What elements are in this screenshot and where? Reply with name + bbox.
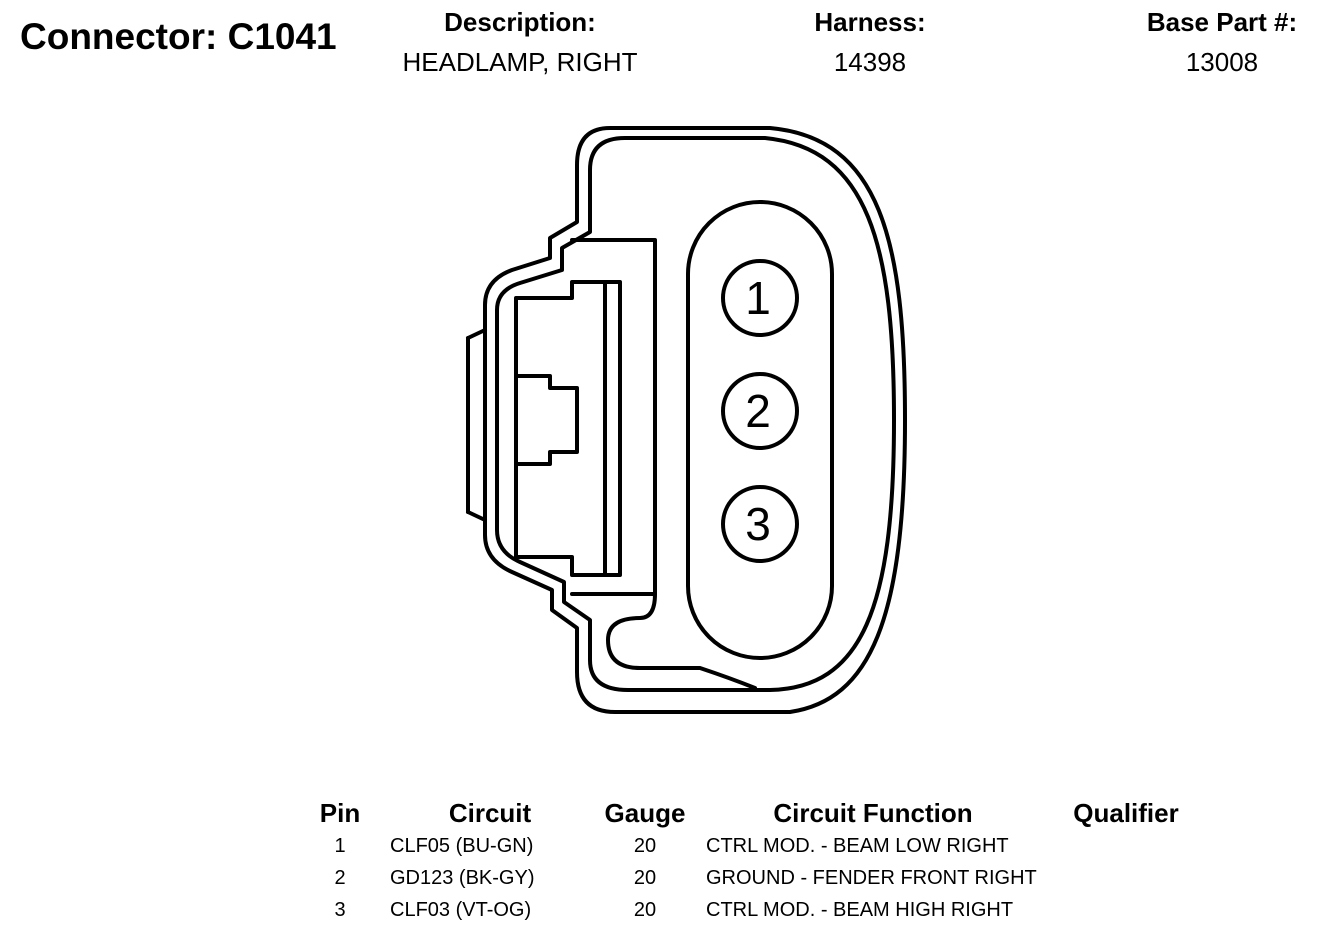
row-circuit-function: CTRL MOD. - BEAM HIGH RIGHT <box>706 898 1014 921</box>
table-row: 2 GD123 (BK-GY) 20 GROUND - FENDER FRONT… <box>300 862 1196 894</box>
base-part-value: 13008 <box>1185 47 1259 77</box>
description-label: Description: <box>444 7 596 37</box>
row-pin: 2 <box>334 866 346 889</box>
row-qualifier <box>1056 862 1196 894</box>
row-qualifier <box>1056 830 1196 862</box>
header-circuit: Circuit <box>448 797 532 828</box>
bottom-detail <box>606 592 757 690</box>
table-row: 3 CLF03 (VT-OG) 20 CTRL MOD. - BEAM HIGH… <box>300 894 1196 926</box>
latch-tab <box>514 238 657 596</box>
header-qualifier: Qualifier <box>1073 797 1179 828</box>
pin-3-label: 3 <box>745 498 771 550</box>
row-circuit: CLF03 (VT-OG) <box>390 898 532 921</box>
description-block: Description: HEADLAMP, RIGHT <box>380 6 660 78</box>
row-gauge: 20 <box>633 898 657 921</box>
pin-3-circle <box>721 485 799 563</box>
housing-inner-outline <box>495 136 896 692</box>
base-part-label: Base Part #: <box>1146 7 1298 37</box>
header-pin: Pin <box>319 797 361 828</box>
pin-table-header: Pin Circuit Gauge Circuit Function Quali… <box>300 796 1196 830</box>
row-circuit-function: CTRL MOD. - BEAM LOW RIGHT <box>706 834 1009 857</box>
row-qualifier <box>1056 894 1196 926</box>
pin-1-label: 1 <box>745 272 771 324</box>
harness-value: 14398 <box>833 47 907 77</box>
pin-2-circle <box>721 372 799 450</box>
pin-1-circle <box>721 259 799 337</box>
row-gauge: 20 <box>633 834 657 857</box>
pin-2-label: 2 <box>745 385 771 437</box>
description-value: HEADLAMP, RIGHT <box>402 47 638 77</box>
pin-table: Pin Circuit Gauge Circuit Function Quali… <box>300 796 1196 926</box>
harness-block: Harness: 14398 <box>770 6 970 78</box>
row-pin: 1 <box>334 834 346 857</box>
header-circuit-function: Circuit Function <box>773 797 973 828</box>
row-circuit: CLF05 (BU-GN) <box>390 834 534 857</box>
housing-outer-outline <box>483 126 907 714</box>
base-part-block: Base Part #: 13008 <box>1122 6 1322 78</box>
row-pin: 3 <box>334 898 346 921</box>
header-gauge: Gauge <box>604 797 686 828</box>
latch-notch <box>514 374 579 466</box>
side-rib-cap <box>466 328 487 522</box>
row-circuit: GD123 (BK-GY) <box>390 866 535 889</box>
row-gauge: 20 <box>633 866 657 889</box>
row-circuit-function: GROUND - FENDER FRONT RIGHT <box>706 866 1037 889</box>
harness-label: Harness: <box>814 7 926 37</box>
table-row: 1 CLF05 (BU-GN) 20 CTRL MOD. - BEAM LOW … <box>300 830 1196 862</box>
connector-title: Connector: C1041 <box>20 16 337 57</box>
pin-cavity <box>686 200 834 660</box>
connector-face-diagram: 1 2 3 <box>466 126 907 714</box>
